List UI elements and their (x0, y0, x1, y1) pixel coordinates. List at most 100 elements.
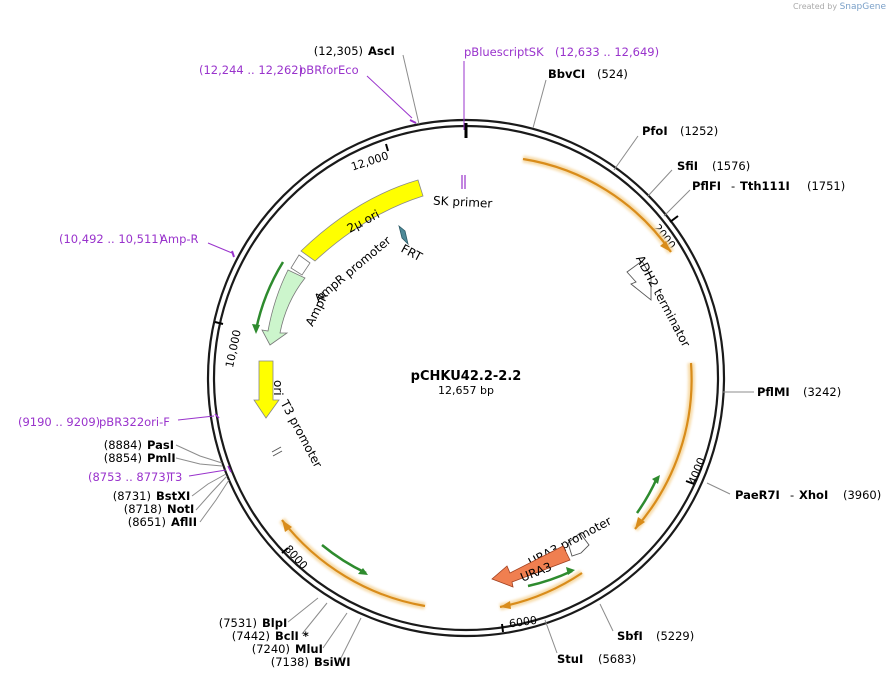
tick-10000 (214, 321, 224, 325)
primer-t3-name: T3 (167, 470, 182, 484)
orf-arrow-2 (634, 362, 693, 530)
tick-8000 (281, 547, 289, 554)
green-arrow-2-head (566, 567, 575, 575)
leader-pfoi (613, 135, 639, 171)
site-asci-pos: (12,305) (314, 44, 363, 58)
site-bstxi-pos: (8731) (113, 489, 151, 503)
green-arrow-4-head (252, 324, 260, 334)
orf-arrow-4 (281, 519, 426, 608)
t3-promoter-mark-1 (271, 446, 282, 453)
site-pflfi-pos: (1751) (807, 179, 845, 193)
ori-label: ori (271, 380, 285, 396)
primer-leader-t3 (188, 469, 227, 477)
adh2-terminator-label: ADH2 terminator (633, 253, 693, 349)
site-bbvci-name: BbvCI (548, 67, 585, 81)
credit-prefix: Created by (793, 2, 838, 11)
backbone-outer-circle (206, 118, 726, 638)
ampr-promoter-arrow (290, 254, 311, 276)
site-sfii-pos: (1576) (712, 159, 750, 173)
green-arrows (252, 261, 660, 588)
site-noti-pos: (8718) (124, 502, 162, 516)
ampr-arrow (261, 269, 306, 346)
primer-pbluescriptsk-range: (12,633 .. 12,649) (555, 45, 659, 59)
t3-promoter-mark-2 (272, 450, 283, 457)
snapgene-credit: Created by SnapGene (793, 2, 886, 12)
site-mlui-name: MluI (295, 642, 323, 656)
site-stui-pos: (5683) (598, 652, 636, 666)
site-bsiwi-pos: (7138) (271, 655, 309, 669)
primer-leader-pbr322ori (177, 415, 215, 421)
site-bcli-name: BclI * (275, 629, 309, 643)
orf-arrow-1-head (660, 241, 671, 252)
site-pasi-pos: (8884) (104, 438, 142, 452)
leader-pmli (175, 457, 223, 467)
site-sbfi-name: SbfI (617, 629, 643, 643)
site-blpi-name: BlpI (262, 616, 287, 630)
site-paer7i-name: PaeR7I (735, 488, 780, 502)
site-pfoi-name: PfoI (642, 124, 668, 138)
primer-mark-ampr (231, 250, 235, 258)
leader-pflfi (663, 189, 691, 217)
ura3-arrow (491, 545, 571, 588)
site-aflii-pos: (8651) (128, 515, 166, 529)
primer-leader-pbrforeco (366, 75, 413, 119)
sites-left: (12,305) AscI (8884) PasI (8854) PmlI (8… (104, 44, 395, 669)
ampr-label: AmpR (303, 290, 331, 328)
ori-arrow (253, 360, 280, 419)
adh2-terminator-arrow (626, 260, 652, 301)
leader-stui (544, 619, 558, 654)
site-noti-name: NotI (167, 502, 194, 516)
tick-2000 (669, 215, 679, 223)
tick-12000 (385, 143, 389, 152)
tick-4000 (685, 480, 695, 485)
green-arrow-1-head (652, 475, 660, 484)
leader-aflii (199, 479, 230, 523)
site-paer7i-pos: (3960) (843, 488, 881, 502)
leader-noti (195, 475, 228, 511)
primer-pbr322ori-range: (9190 .. 9209) (18, 415, 100, 429)
orf-arrows (279, 155, 696, 611)
primer-pbrforeco-name: pBRforEco (299, 63, 359, 77)
site-pmli-name: PmlI (147, 451, 176, 465)
credit-brand: SnapGene (839, 2, 886, 12)
site-pflfi-name: PflFI (692, 179, 721, 193)
leader-pasi (175, 444, 223, 464)
primer-pbrforeco-range: (12,244 .. 12,262) (199, 63, 303, 77)
leader-blpi (287, 597, 319, 623)
tick-label-10000: 10,000 (223, 329, 244, 369)
tick-label-4000: 4000 (686, 456, 709, 487)
primer-t3-range: (8753 .. 8773) (88, 470, 170, 484)
site-mlui-pos: (7240) (252, 642, 290, 656)
site-pfoi-pos: (1252) (680, 124, 718, 138)
site-xhoi-name: XhoI (799, 488, 828, 502)
site-bsiwi-name: BsiWI (314, 655, 351, 669)
site-paer7i-sep: - (790, 488, 794, 502)
leader-bsiwi (339, 617, 362, 661)
site-bcli-pos: (7442) (232, 629, 270, 643)
site-asci-name: AscI (368, 44, 395, 58)
orf-arrow-3-head (500, 601, 511, 609)
green-arrow-3-head (358, 568, 368, 575)
primer-mark-t3 (227, 465, 232, 473)
orf-arrow-2-head (635, 517, 645, 529)
leader-sfii (647, 169, 673, 197)
primer-leader-ampr (207, 242, 233, 254)
leader-sbfi (599, 603, 614, 632)
t3-promoter-label: T3 promoter (277, 397, 325, 470)
tick-label-6000: 6000 (508, 614, 538, 631)
site-bbvci-pos: (524) (597, 67, 628, 81)
sk-primer-label: SK primer (433, 194, 493, 211)
orf-arrow-1 (522, 157, 672, 253)
site-leaders (175, 54, 754, 661)
tick-6000 (501, 623, 504, 633)
site-bstxi-name: BstXI (156, 489, 190, 503)
leader-mlui (322, 612, 348, 649)
site-sfii-name: SfiI (677, 159, 698, 173)
site-tth111i-name: Tth111I (740, 179, 790, 193)
leader-bstxi (191, 473, 227, 497)
ura3-promoter-arrow (567, 532, 590, 557)
site-pasi-name: PasI (147, 438, 174, 452)
leader-bcli (301, 602, 328, 635)
site-aflii-name: AflII (171, 515, 197, 529)
